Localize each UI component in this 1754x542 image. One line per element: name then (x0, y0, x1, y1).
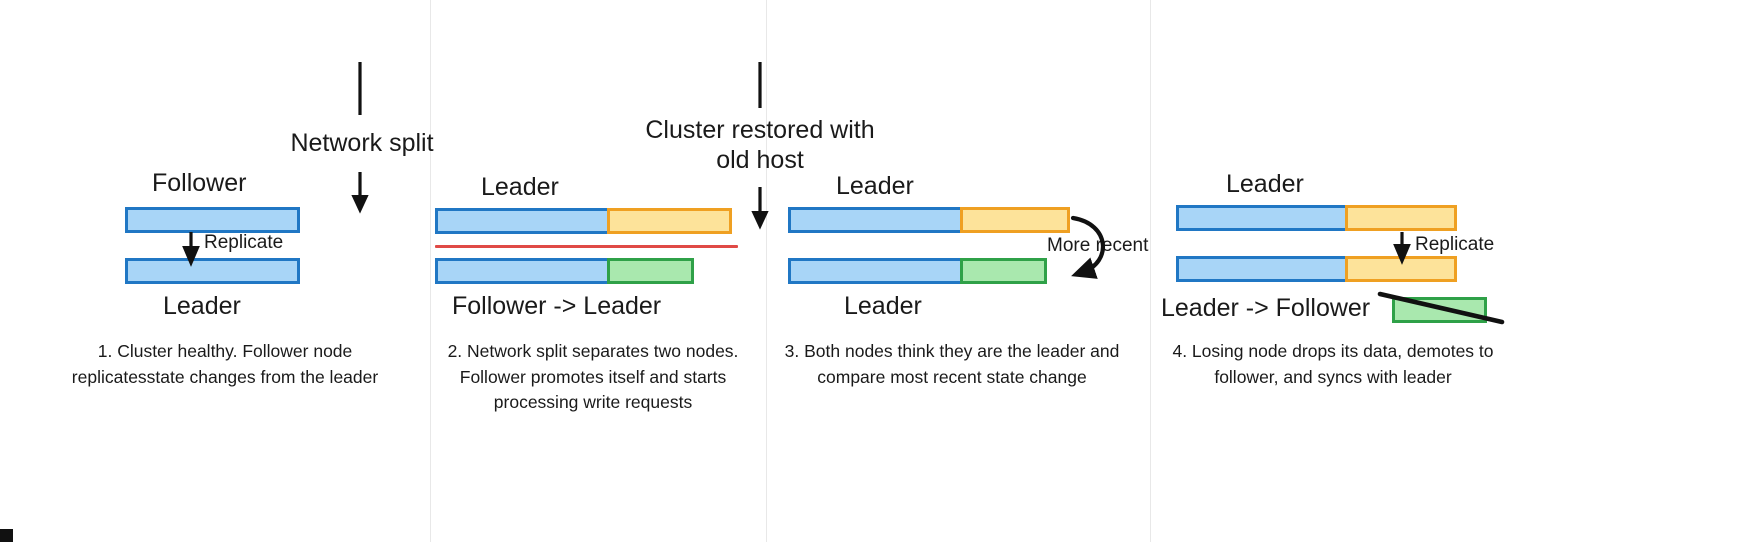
panel-4-bottom-bar (1176, 256, 1457, 282)
panel-4-top-bar (1176, 205, 1457, 231)
panel-3-top-bar (788, 207, 1070, 233)
panel-divider-1 (430, 0, 431, 542)
panel-1-replicate-label: Replicate (204, 232, 284, 253)
panel-2-top-seg-orange (607, 208, 732, 234)
panel-1-bottom-bar (125, 258, 300, 284)
transition-label-network-split: Network split (290, 129, 434, 157)
panel-4-top-seg-blue (1176, 205, 1348, 231)
panel-3-top-label: Leader (836, 172, 914, 200)
panel-4-bottom-seg-orange (1345, 256, 1457, 282)
panel-3-top-seg-orange (960, 207, 1070, 233)
panel-4-replicate-label: Replicate (1415, 234, 1495, 255)
panel-1-top-seg-blue (125, 207, 300, 233)
panel-3-bottom-bar (788, 258, 1047, 284)
panel-2-bottom-label: Follower -> Leader (452, 292, 662, 320)
panel-3-top-seg-blue (788, 207, 963, 233)
panel-4-discarded-seg-green (1392, 297, 1487, 323)
panel-1-top-bar (125, 207, 300, 233)
panel-divider-3 (1150, 0, 1151, 542)
panel-2-top-label: Leader (481, 173, 559, 201)
panel-2-top-bar (435, 208, 732, 234)
panel-4-bottom-seg-blue (1176, 256, 1348, 282)
panel-2-top-seg-blue (435, 208, 610, 234)
panel-4-top-seg-orange (1345, 205, 1457, 231)
panel-1-bottom-label: Leader (163, 292, 241, 320)
panel-2-caption: 2. Network split separates two nodes. Fo… (447, 341, 739, 413)
panel-2-bottom-seg-green (607, 258, 694, 284)
network-split-line (435, 245, 738, 248)
panel-1-top-label: Follower (152, 169, 247, 197)
panel-3-more-recent-label: More recent (1047, 235, 1149, 256)
panel-4-bottom-label: Leader -> Follower (1161, 294, 1371, 322)
panel-4-discarded-block (1392, 297, 1487, 323)
panel-3-bottom-seg-green (960, 258, 1047, 284)
transition-label-cluster-restored: Cluster restored with old host (645, 116, 875, 174)
panel-3-bottom-label: Leader (844, 292, 922, 320)
panel-4-top-label: Leader (1226, 170, 1304, 198)
corner-mark (0, 529, 13, 542)
panel-4-caption: 4. Losing node drops its data, demotes t… (1172, 341, 1494, 387)
panel-1-bottom-seg-blue (125, 258, 300, 284)
panel-divider-2 (766, 0, 767, 542)
panel-3-bottom-seg-blue (788, 258, 963, 284)
panel-3-caption: 3. Both nodes think they are the leader … (784, 341, 1120, 387)
panel-2-bottom-seg-blue (435, 258, 610, 284)
panel-1-caption: 1. Cluster healthy. Follower node replic… (71, 341, 379, 387)
panel-2-bottom-bar (435, 258, 694, 284)
